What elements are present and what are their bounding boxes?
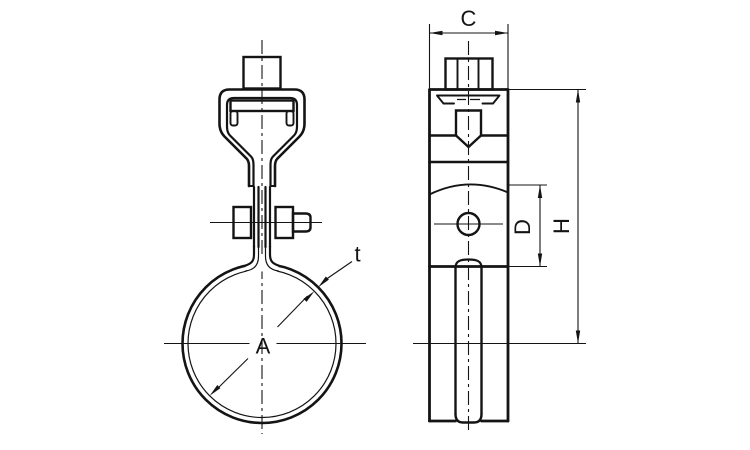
dim-t-label: t [354,242,360,267]
loop-crossbar-tab-left [229,110,239,127]
loop-crossbar-tab-right [285,110,295,127]
band-flare-right-outer [268,244,280,267]
dim-a-arrowhead-upper [303,291,315,302]
dim-c-label: C [461,6,477,31]
dim-t-leader [326,261,353,280]
side-washer-plate [436,94,501,105]
side-strap-top-cap [454,258,483,269]
side-band-saddle-arc [428,183,509,196]
dimensions: C D H [428,6,586,344]
side-rod-end-point [454,109,483,149]
dim-a-line-upper [277,295,308,328]
side-view [413,41,586,433]
clamp-nut-left [232,205,253,240]
dim-c-extension-lines [428,24,509,89]
side-strap-sides [454,266,483,416]
band-flare-right-inner [264,246,279,272]
band-flare-left-inner [245,246,260,272]
front-rod-nut [242,55,282,90]
dim-d-label: D [510,219,535,235]
side-strap-bottom-cap [454,412,483,424]
dim-d-extension-lines [508,184,547,268]
band-end-strips [252,185,272,249]
dim-d-arrowhead-bottom [537,253,543,267]
dim-h-arrowhead-bottom [575,330,581,344]
band-flare-left-outer [244,244,256,267]
clamp-bolt-head [291,212,312,233]
dim-a-arrowhead-lower [209,385,221,396]
dim-c-arrowhead-left [429,30,443,36]
dim-c-arrowhead-right [495,30,508,36]
side-bolt-hole [456,211,481,237]
dim-h-label: H [549,218,574,234]
dim-t-arrowhead [318,276,329,288]
dim-a-line-lower [216,358,249,390]
dim-a-label: A [256,334,271,359]
front-view: A t [164,40,366,434]
side-rod-nut [444,57,494,91]
dim-d-arrowhead-top [537,185,543,198]
side-rod-nut-facets [456,57,480,91]
loop-crossbar-plate [229,99,295,113]
dim-h-arrowhead-top [575,89,581,103]
loop-inner-outline [225,96,299,188]
